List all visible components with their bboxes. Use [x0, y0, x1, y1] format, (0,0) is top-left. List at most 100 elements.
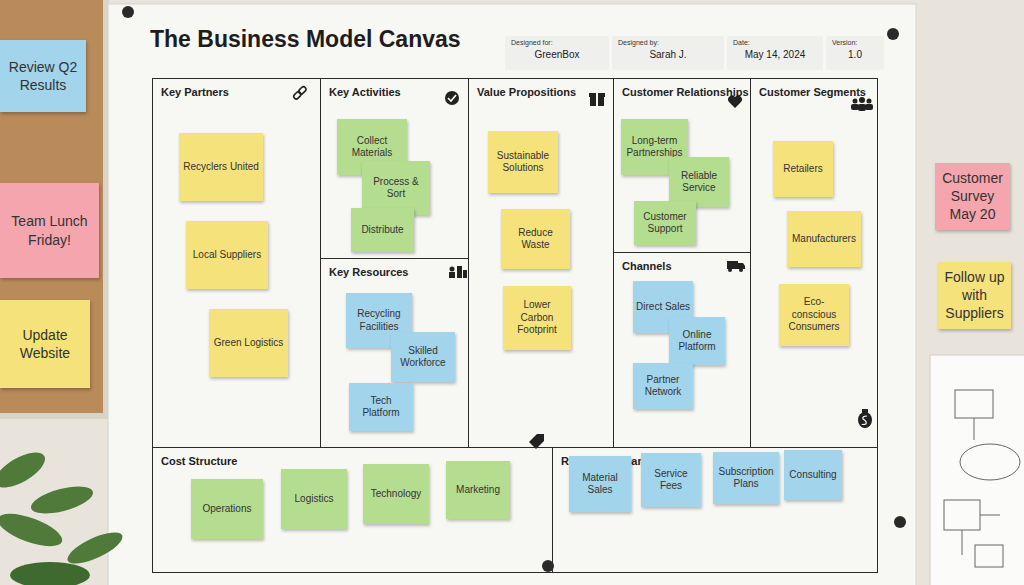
section-heading: Key Resources — [329, 266, 409, 278]
sticky-note: Skilled Workforce — [391, 332, 455, 382]
note-text: Update Website — [5, 326, 85, 362]
note-text: Sustainable Solutions — [491, 150, 555, 175]
note-text: Long-term Partnerships — [624, 135, 685, 160]
note-text: Manufacturers — [792, 233, 856, 246]
note-text: Retailers — [783, 163, 822, 176]
note-text: Team Lunch Friday! — [5, 212, 94, 248]
wall-sticky-note: Follow up with Suppliers — [938, 262, 1011, 329]
check-icon — [445, 91, 459, 105]
note-text: Process & Sort — [365, 176, 427, 201]
flowchart-sketch — [944, 390, 1020, 567]
sticky-note: Technology — [363, 464, 429, 524]
note-text: Consulting — [789, 469, 836, 482]
note-text: Distribute — [361, 224, 403, 237]
sticky-note: Reduce Waste — [501, 209, 570, 269]
header-field: Designed by: Sarah J. — [612, 36, 724, 70]
sticky-note: Subscription Plans — [713, 452, 779, 504]
canvas-title: The Business Model Canvas — [150, 26, 461, 53]
header-field: Designed for: GreenBox — [505, 36, 609, 70]
sticky-note: Green Logistics — [209, 309, 288, 377]
corkboard — [0, 0, 106, 416]
canvas-section: Key ActivitiesCollect MaterialsProcess &… — [320, 78, 469, 259]
section-heading: Key Partners — [161, 86, 229, 98]
field-value: GreenBox — [511, 49, 603, 60]
sticky-note: Tech Platform — [349, 383, 413, 431]
canvas-section: Key ResourcesRecycling FacilitiesSkilled… — [320, 258, 469, 448]
sticky-note: Customer Support — [634, 201, 696, 245]
canvas-section: Customer SegmentsRetailersManufacturersE… — [750, 78, 878, 448]
sticky-note: Process & Sort — [362, 161, 430, 215]
note-text: Green Logistics — [214, 337, 283, 350]
note-text: Recycling Facilities — [349, 308, 409, 333]
sticky-note: Lower Carbon Footprint — [503, 286, 571, 350]
note-text: Customer Survey May 20 — [940, 169, 1005, 224]
sticky-note: Marketing — [446, 461, 510, 519]
field-label: Designed by: — [618, 39, 718, 46]
people-icon — [851, 97, 873, 111]
section-heading: Cost Structure — [161, 455, 237, 467]
flowchart-paper — [930, 355, 1024, 585]
sticky-note: Online Platform — [669, 317, 725, 365]
canvas-section: Key PartnersRecyclers UnitedLocal Suppli… — [152, 78, 321, 448]
note-text: Material Sales — [572, 472, 628, 497]
gift-icon — [589, 93, 605, 106]
header-field: Date:May 14, 2024 — [727, 36, 823, 70]
money-bag-icon — [858, 409, 872, 428]
note-text: Partner Network — [636, 374, 690, 399]
note-text: Collect Materials — [340, 135, 404, 160]
note-text: Marketing — [456, 484, 500, 497]
note-text: Recyclers United — [183, 161, 259, 174]
field-label: Date: — [733, 39, 817, 46]
pin — [894, 516, 906, 528]
field-value: 1.0 — [832, 49, 878, 60]
sticky-note: Service Fees — [641, 453, 701, 507]
note-text: Operations — [203, 503, 252, 516]
sticky-note: Local Suppliers — [186, 221, 268, 289]
note-text: Direct Sales — [636, 301, 690, 314]
note-text: Skilled Workforce — [394, 345, 452, 370]
sticky-note: Manufacturers — [787, 211, 861, 267]
wall-sticky-note: Customer Survey May 20 — [935, 163, 1010, 230]
field-label: Designed for: — [511, 39, 603, 46]
wall-sticky-note: Update Website — [0, 300, 90, 388]
section-heading: Value Propositions — [477, 86, 576, 98]
wall-sticky-note: Team Lunch Friday! — [0, 183, 99, 278]
canvas-section: Customer RelationshipsLong-term Partners… — [613, 78, 751, 253]
note-text: Eco-conscious Consumers — [782, 296, 846, 334]
sticky-note: Distribute — [351, 208, 414, 252]
header-field: Version: 1.0 — [826, 36, 884, 70]
field-label: Version: — [832, 39, 878, 46]
note-text: Tech Platform — [352, 395, 410, 420]
sticky-note: Recyclers United — [179, 133, 263, 201]
note-text: Review Q2 Results — [5, 58, 81, 94]
sticky-note: Reliable Service — [669, 157, 729, 207]
canvas-section: ChannelsDirect SalesOnline PlatformPartn… — [613, 252, 751, 448]
note-text: Customer Support — [637, 211, 693, 236]
canvas-section: Revenue StreamsMaterial SalesService Fee… — [552, 447, 878, 573]
sticky-note: Operations — [191, 479, 263, 539]
wall-sticky-note: Review Q2 Results — [0, 40, 86, 112]
note-text: Service Fees — [644, 468, 698, 493]
plant — [0, 446, 126, 585]
note-text: Lower Carbon Footprint — [506, 299, 568, 337]
truck-icon — [727, 261, 745, 272]
pin — [887, 28, 899, 40]
note-text: Online Platform — [672, 329, 722, 354]
sticky-note: Partner Network — [633, 363, 693, 409]
canvas-section: Value PropositionsSustainable SolutionsR… — [468, 78, 614, 448]
section-heading: Customer Relationships — [622, 86, 749, 98]
sticky-note: Material Sales — [569, 456, 631, 512]
link-icon — [293, 86, 307, 100]
resources-icon — [449, 266, 467, 278]
note-text: Reliable Service — [672, 170, 726, 195]
section-heading: Channels — [622, 260, 672, 272]
section-heading: Customer Segments — [759, 86, 866, 98]
sticky-note: Consulting — [784, 450, 842, 500]
canvas-paper — [108, 4, 916, 585]
field-value: Sarah J. — [618, 49, 718, 60]
sticky-note: Retailers — [773, 141, 833, 197]
note-text: Reduce Waste — [504, 227, 567, 252]
section-heading: Key Activities — [329, 86, 401, 98]
sticky-note: Sustainable Solutions — [488, 131, 558, 193]
